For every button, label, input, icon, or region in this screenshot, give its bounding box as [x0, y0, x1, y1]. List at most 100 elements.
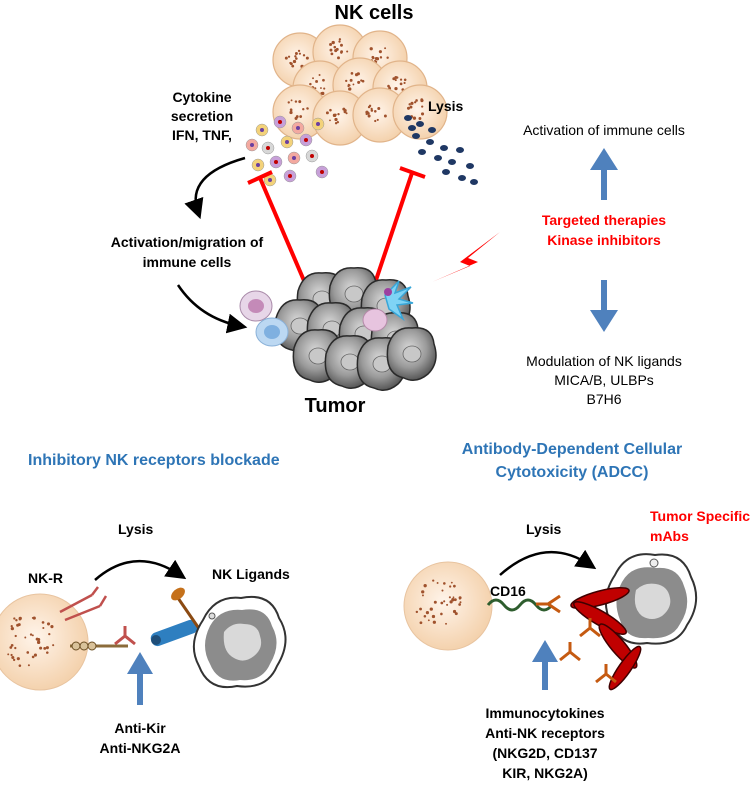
- granule: [329, 119, 331, 122]
- cytokine-label: Cytokine secretion IFN, TNF,: [152, 88, 252, 145]
- granule: [427, 619, 430, 622]
- granule: [298, 100, 302, 104]
- activation-immune-label: Activation of immune cells: [523, 122, 685, 138]
- granule: [418, 117, 422, 120]
- granule: [378, 50, 382, 54]
- granule: [368, 104, 372, 108]
- granule: [294, 116, 298, 120]
- granule: [9, 646, 13, 649]
- granule: [41, 621, 45, 624]
- granule: [31, 616, 34, 619]
- granule: [374, 56, 378, 60]
- granule: [334, 122, 338, 125]
- granule: [29, 633, 33, 636]
- cytokine-core: [316, 122, 320, 126]
- nk-ligand: [150, 587, 202, 647]
- granule: [419, 621, 423, 625]
- cytokine-line-2: secretion: [170, 108, 234, 124]
- granule: [33, 653, 37, 657]
- granule: [16, 657, 20, 661]
- granule: [443, 600, 446, 603]
- activation-migration-line-1: Activation/migration of: [110, 234, 264, 250]
- arrow-activation-to-tumor: [176, 284, 248, 334]
- granule: [449, 585, 452, 588]
- granule: [329, 48, 333, 52]
- granule: [320, 87, 322, 89]
- granule: [406, 106, 411, 110]
- granule: [287, 55, 291, 58]
- granule: [10, 653, 13, 657]
- granule: [14, 646, 17, 650]
- modulation-line-3: B7H6: [586, 391, 622, 407]
- cytokine-core: [310, 154, 314, 158]
- granule: [346, 50, 349, 53]
- granule: [336, 121, 340, 124]
- granule: [419, 607, 422, 611]
- granule: [357, 80, 361, 84]
- lysis-granule: [428, 127, 436, 133]
- granule: [331, 40, 335, 45]
- granule: [42, 626, 45, 630]
- granule: [454, 612, 458, 616]
- cytokine-core: [320, 170, 324, 174]
- granule: [17, 623, 21, 627]
- granule: [458, 596, 462, 600]
- granule: [348, 87, 352, 91]
- cytokine-core: [266, 146, 270, 150]
- granule: [348, 84, 351, 87]
- granule: [24, 636, 27, 639]
- nk-cells-title: NK cells: [334, 2, 414, 24]
- inhibitory-title: Inhibitory NK receptors blockade: [28, 452, 280, 469]
- granule: [345, 79, 348, 83]
- granule: [412, 116, 417, 120]
- tumor-nucleus: [340, 353, 360, 371]
- granule: [294, 100, 298, 103]
- lysis-granule: [470, 179, 478, 185]
- therapies-line-2: Kinase inhibitors: [547, 232, 661, 248]
- granule: [318, 73, 321, 76]
- granule: [436, 581, 439, 584]
- granule: [448, 596, 451, 599]
- granule: [421, 105, 424, 108]
- granule: [360, 79, 363, 82]
- granule: [13, 617, 16, 620]
- granule: [410, 101, 414, 105]
- cytokine-core: [304, 138, 308, 142]
- granule: [450, 581, 453, 584]
- granule: [11, 655, 15, 660]
- lysis-granules: [404, 115, 478, 185]
- adcc-line-1: Antibody-Dependent Cellular: [461, 441, 683, 458]
- modulation-label: Modulation of NK ligands MICA/B, ULBPs B…: [494, 352, 714, 409]
- granule: [315, 80, 319, 83]
- cytokine-core: [256, 163, 260, 167]
- cd16-receptor: [486, 598, 554, 612]
- granule: [376, 118, 379, 122]
- granule: [337, 56, 340, 60]
- granule: [443, 582, 446, 585]
- granule: [294, 52, 298, 55]
- immune-cells: [239, 280, 414, 347]
- immuno-line-2: Anti-NK receptors: [485, 725, 605, 741]
- granule: [374, 109, 377, 113]
- granule: [384, 47, 387, 50]
- arrow-cytokine-to-activation: [184, 156, 246, 220]
- cytokine-core: [296, 126, 300, 130]
- granule: [452, 596, 455, 599]
- cytokine-granules: [245, 115, 329, 187]
- granule: [453, 598, 457, 602]
- granule: [289, 62, 293, 66]
- granule: [294, 55, 297, 58]
- mabs-label: Tumor Specific mAbs: [650, 506, 750, 546]
- cytokine-core: [260, 128, 264, 132]
- lysis-granule: [440, 145, 448, 151]
- granule: [46, 651, 49, 654]
- granule: [452, 609, 457, 614]
- granule: [415, 610, 419, 614]
- granule: [31, 634, 34, 637]
- granule: [386, 56, 389, 59]
- granule: [312, 77, 314, 80]
- blue-arrow-down: [590, 280, 618, 332]
- lysis-top-label: Lysis: [428, 98, 464, 114]
